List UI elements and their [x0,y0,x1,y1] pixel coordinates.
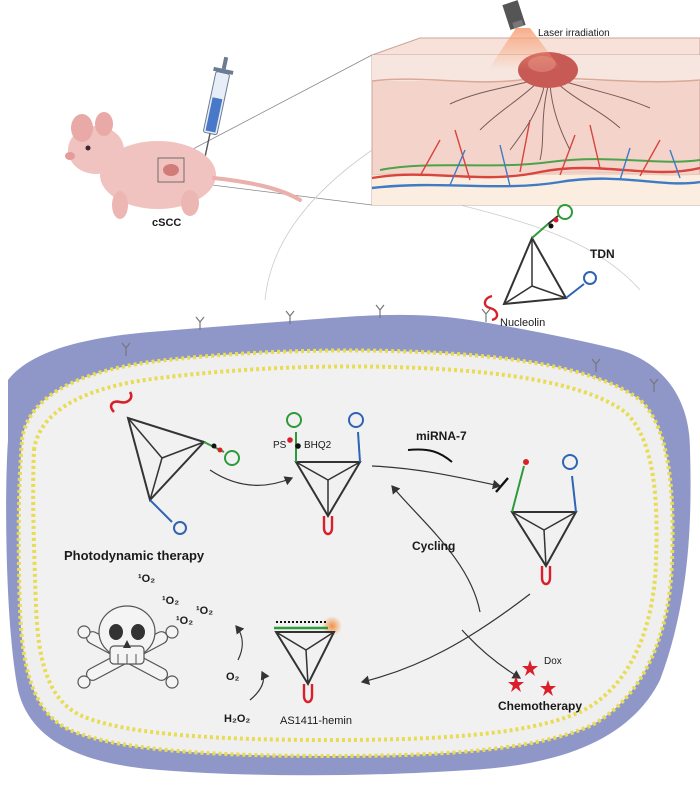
singlet-oxygen-2: ¹O₂ [162,595,179,607]
pdt-label: Photodynamic therapy [64,548,205,563]
skull-icon [77,605,179,689]
mouse-illustration [65,112,302,219]
chemotherapy-label: Chemotherapy [498,699,582,713]
laser-label: Laser irradiation [538,28,610,39]
syringe-icon [203,56,234,158]
cscc-label: cSCC [152,217,181,229]
tissue-block [371,37,700,206]
singlet-oxygen-3: ¹O₂ [196,605,213,617]
h2o2-label: H₂O₂ [224,713,250,725]
laser-device [488,0,562,70]
oxygen-label: O₂ [226,671,240,683]
reaction-arrows [209,465,531,701]
bhq2-label: BHQ2 [304,440,332,451]
tdn-bound [109,391,240,535]
ps-label: PS [273,440,287,451]
singlet-oxygen-1: ¹O₂ [138,573,155,585]
singlet-oxygen-4: ¹O₂ [176,615,193,627]
as1411-label: AS1411-hemin [280,715,352,727]
cell-membrane [6,314,691,776]
dox-molecules [508,660,556,696]
tdn-label: TDN [590,247,615,261]
tdn-nanostructure [483,204,597,322]
mirna-label: miRNA-7 [416,429,467,443]
mirna-strand [407,448,453,463]
dox-label: Dox [544,656,562,667]
tdn-as1411-hemin [274,616,342,704]
injection-region [157,157,185,183]
nucleolin-label: Nucleolin [500,317,545,329]
tdn-internalized [286,412,364,536]
tdn-activated [495,454,578,586]
nucleolin-receptors [121,304,659,392]
cycling-label: Cycling [412,539,455,553]
